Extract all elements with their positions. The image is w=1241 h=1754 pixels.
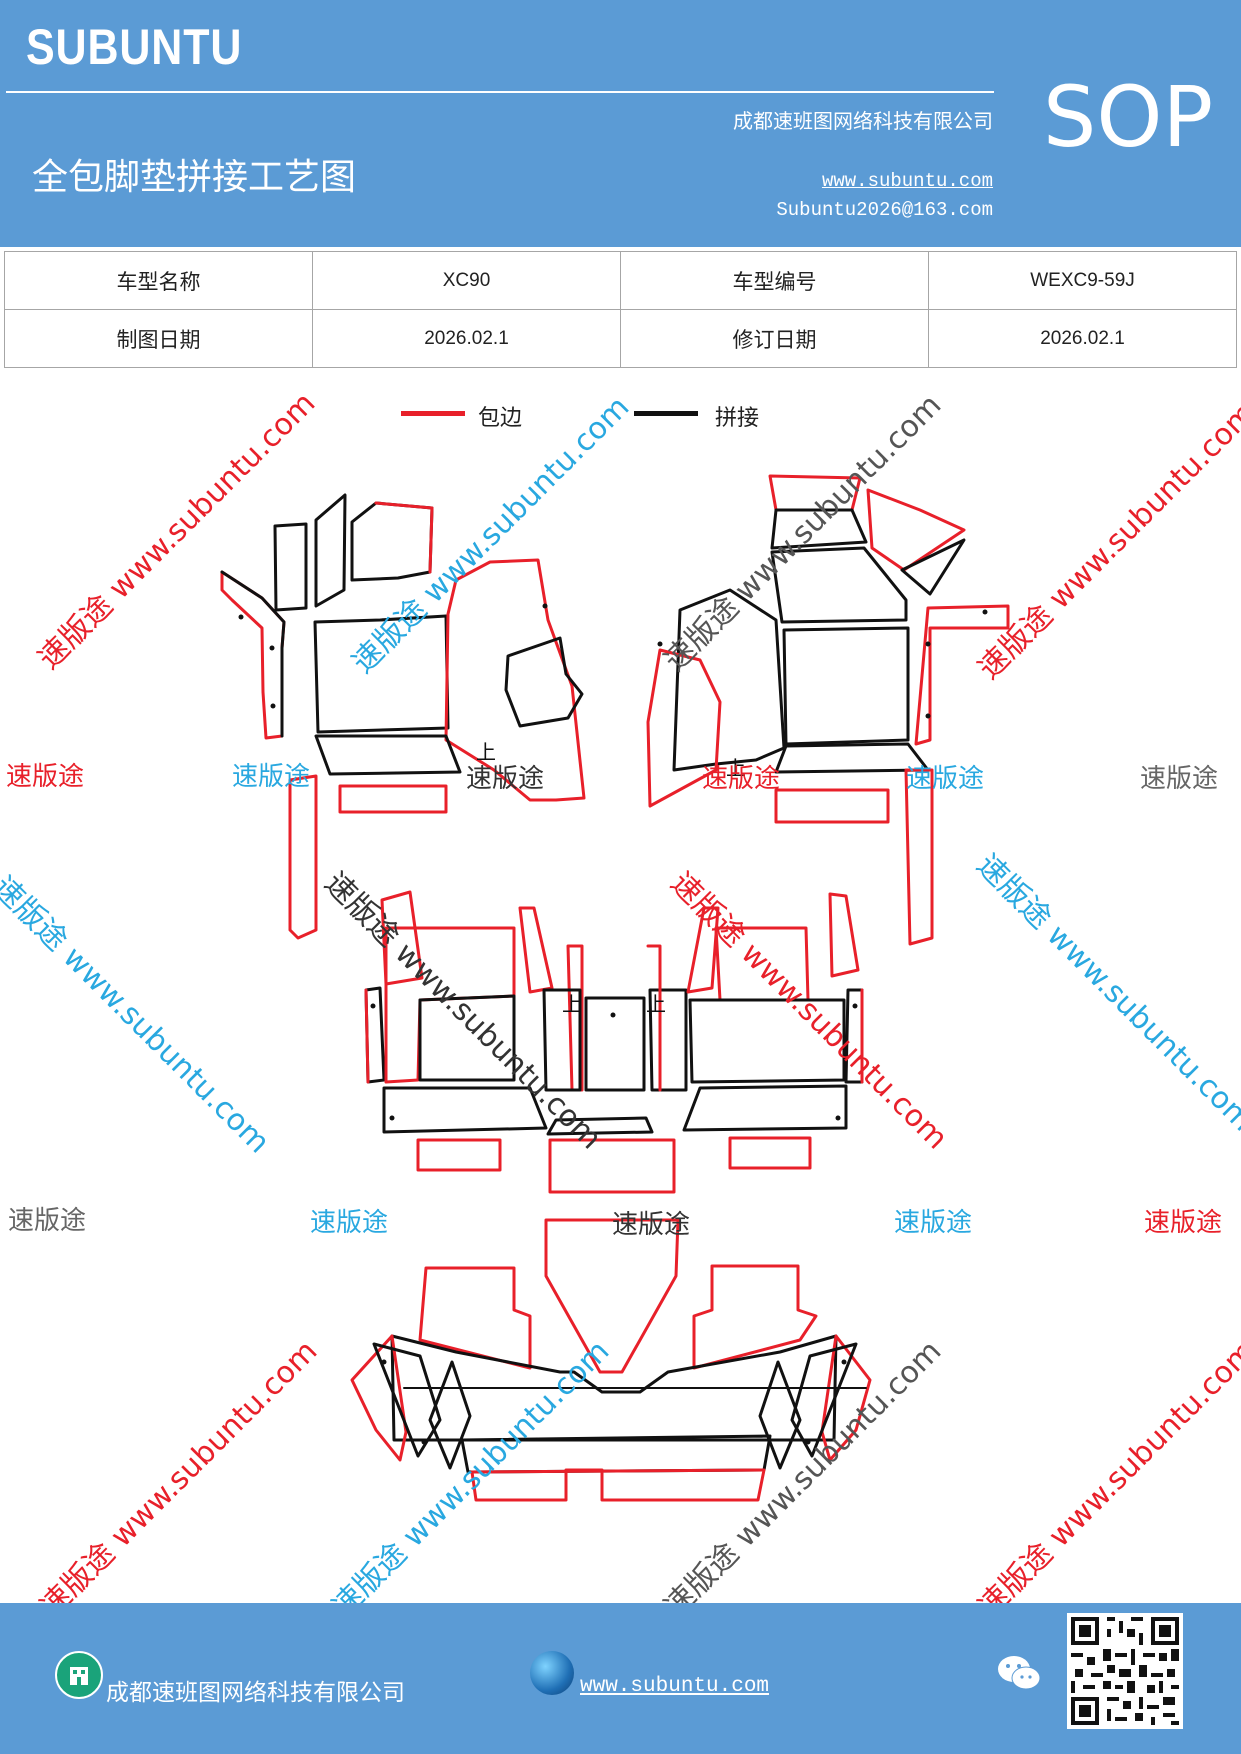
table-row: 制图日期 2026.02.1 修订日期 2026.02.1 (4, 309, 1237, 368)
trunk-mat (350, 1218, 872, 1502)
model-name-label: 车型名称 (4, 251, 313, 310)
watermark: 速版途 (894, 1208, 973, 1238)
revise-date-value: 2026.02.1 (928, 309, 1237, 368)
watermark: 速版途 (6, 762, 85, 792)
table-row: 车型名称 XC90 车型编号 WEXC9-59J (4, 251, 1237, 310)
header-divider (6, 91, 994, 93)
page-header: SUBUNTU 成都速班图网络科技有限公司 全包脚垫拼接工艺图 www.subu… (0, 0, 1241, 247)
watermark: 速版途 (232, 762, 311, 792)
rear-mat (364, 890, 864, 1194)
revise-date-label: 修订日期 (620, 309, 929, 368)
building-icon (55, 1651, 103, 1699)
brand-logo: SUBUNTU (26, 19, 243, 75)
seam-legend-swatch (634, 411, 698, 416)
draw-date-value: 2026.02.1 (312, 309, 621, 368)
watermark: 速版途 (702, 764, 781, 794)
front-left-mat (220, 493, 586, 940)
watermark: 速版途 (906, 764, 985, 794)
legend: 包边 拼接 (0, 400, 1241, 440)
watermark: 速版途 (466, 764, 545, 794)
model-code-value: WEXC9-59J (928, 251, 1237, 310)
wechat-icon (996, 1653, 1042, 1697)
watermark: 速版途 (1144, 1208, 1223, 1238)
front-right-mat (646, 474, 1010, 946)
header-website-link[interactable]: www.subuntu.com (821, 170, 993, 192)
up-marker: 上 (476, 740, 496, 764)
watermark: 速版途 (1140, 764, 1219, 794)
up-marker: 上 (562, 992, 582, 1016)
watermark: 速版途 (8, 1206, 87, 1236)
footer-company: 成都速班图网络科技有限公司 (106, 1680, 405, 1706)
qr-code (1067, 1613, 1183, 1729)
footer-website-link[interactable]: www.subuntu.com (580, 1675, 770, 1698)
header-email[interactable]: Subuntu2026@163.com (776, 199, 993, 221)
draw-date-label: 制图日期 (4, 309, 313, 368)
model-name-value: XC90 (312, 251, 621, 310)
up-marker: 上 (726, 756, 746, 780)
watermark: 速版途 (612, 1210, 691, 1240)
seam-legend-label: 拼接 (715, 406, 760, 431)
up-marker: 上 (646, 992, 666, 1016)
document-title: 全包脚垫拼接工艺图 (32, 157, 357, 198)
edge-legend-swatch (401, 411, 465, 416)
model-code-label: 车型编号 (620, 251, 929, 310)
mat-diagram (220, 474, 1010, 1502)
globe-icon (530, 1651, 574, 1695)
watermark: 速版途 (310, 1208, 389, 1238)
header-company: 成都速班图网络科技有限公司 (733, 109, 993, 133)
page-footer: 成都速班图网络科技有限公司 www.subuntu.com (0, 1603, 1241, 1754)
info-table: 车型名称 XC90 车型编号 WEXC9-59J 制图日期 2026.02.1 … (4, 251, 1237, 368)
edge-legend-label: 包边 (478, 406, 523, 431)
doc-code: SOP (1043, 68, 1214, 166)
